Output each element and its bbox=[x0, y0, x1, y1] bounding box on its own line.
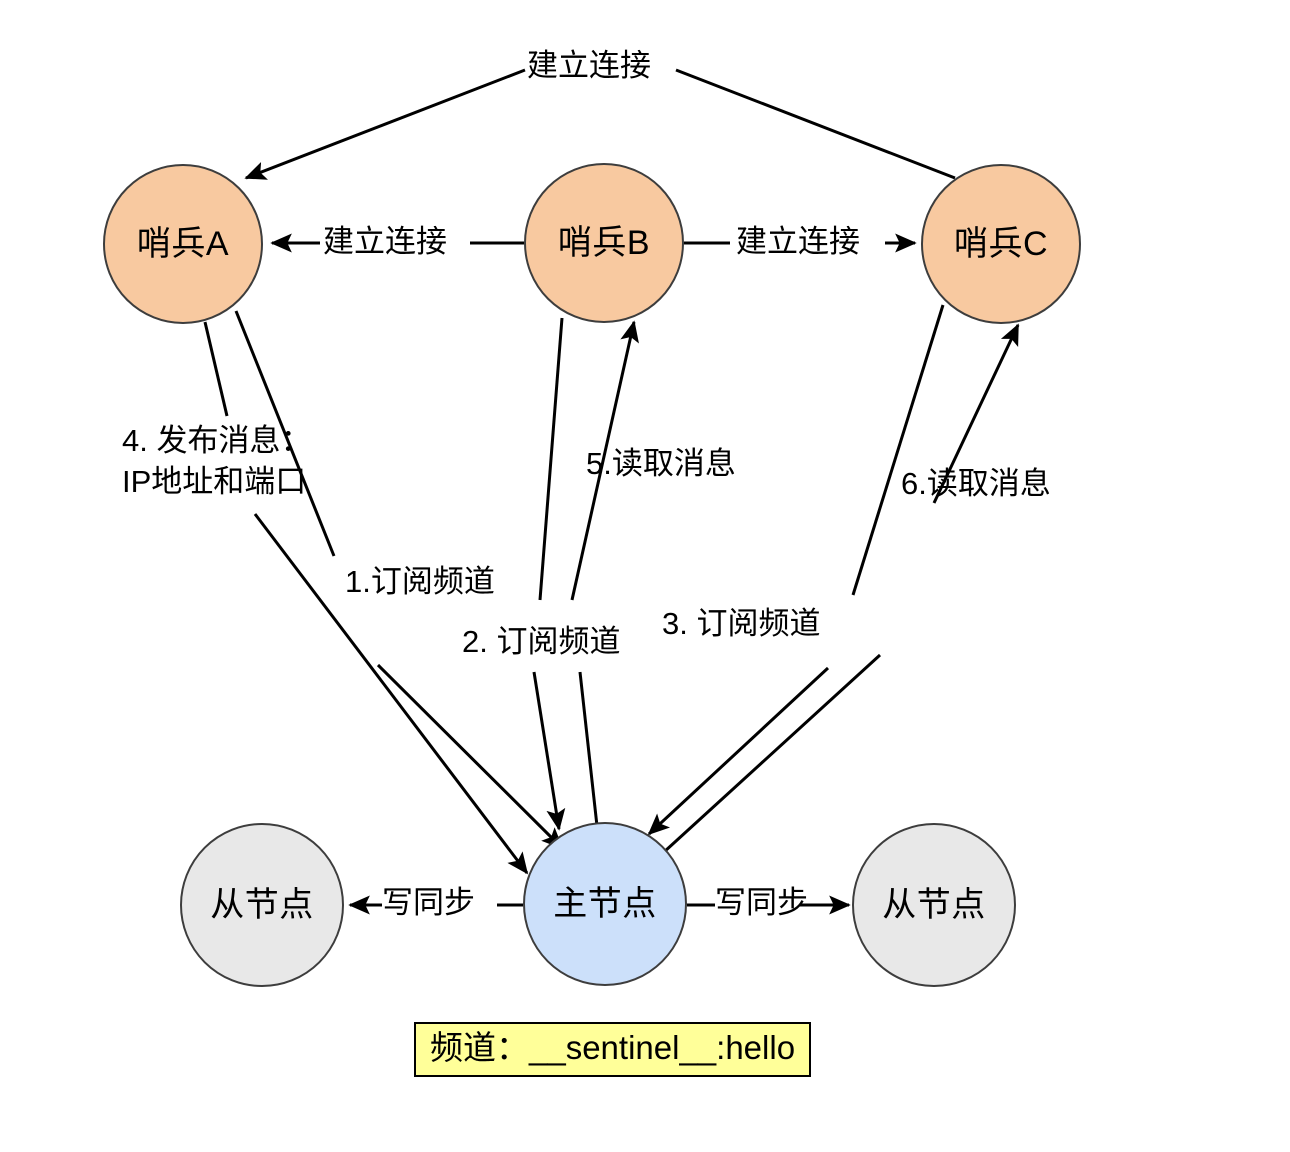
edge-publish-a bbox=[203, 321, 529, 875]
edge-label-write-sync-left: 写同步 bbox=[382, 885, 475, 920]
node-replica-left[interactable]: 从节点 bbox=[180, 823, 344, 987]
edge-subscribe-c bbox=[647, 304, 945, 836]
edge-read-b bbox=[570, 320, 639, 827]
node-master[interactable]: 主节点 bbox=[523, 822, 687, 986]
edge-label-publish-a-line1: 4. 发布消息： bbox=[122, 423, 312, 458]
edge-connect-c-to-a bbox=[244, 68, 956, 180]
edge-label-subscribe-2: 2. 订阅频道 bbox=[462, 624, 621, 659]
channel-callout: 频道：__sentinel__:hello bbox=[414, 1022, 812, 1077]
node-label-replica-right: 从节点 bbox=[882, 886, 986, 924]
node-sentinel-c[interactable]: 哨兵C bbox=[921, 164, 1081, 324]
edge-label-connect-top: 建立连接 bbox=[527, 48, 651, 83]
edge-label-connect-b-to-a: 建立连接 bbox=[323, 224, 447, 259]
edge-label-connect-b-to-c: 建立连接 bbox=[736, 224, 860, 259]
edge-read-c bbox=[662, 323, 1020, 854]
edge-label-subscribe-1: 1.订阅频道 bbox=[345, 564, 495, 599]
edge-label-read-6: 6.读取消息 bbox=[901, 466, 1051, 501]
node-label-sentinel-b: 哨兵B bbox=[557, 224, 651, 262]
node-sentinel-b[interactable]: 哨兵B bbox=[524, 163, 684, 323]
edge-subscribe-b bbox=[532, 317, 566, 831]
edge-label-subscribe-3: 3. 订阅频道 bbox=[662, 606, 821, 641]
node-label-master: 主节点 bbox=[553, 885, 657, 923]
node-replica-right[interactable]: 从节点 bbox=[852, 823, 1016, 987]
edge-label-publish-a-line2: IP地址和端口 bbox=[122, 464, 307, 499]
node-label-replica-left: 从节点 bbox=[210, 886, 314, 924]
node-label-sentinel-c: 哨兵C bbox=[953, 225, 1049, 263]
edge-label-write-sync-right: 写同步 bbox=[715, 885, 808, 920]
node-label-sentinel-a: 哨兵A bbox=[136, 225, 230, 263]
edge-subscribe-a bbox=[234, 310, 564, 850]
node-sentinel-a[interactable]: 哨兵A bbox=[103, 164, 263, 324]
edge-label-read-5: 5.读取消息 bbox=[586, 446, 736, 481]
